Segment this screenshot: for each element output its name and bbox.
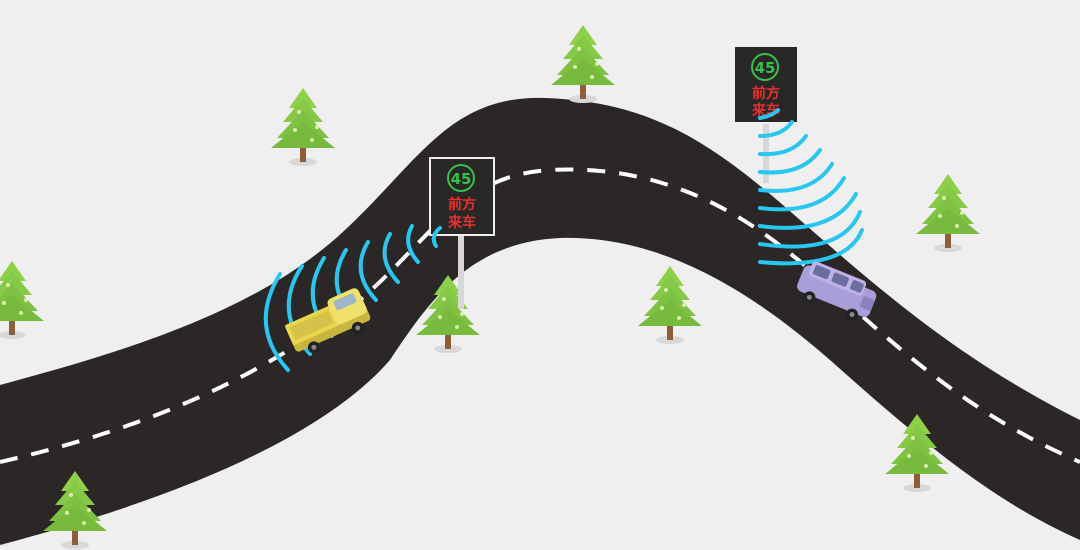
warning-sign: 45 前方 来车 [429,157,495,236]
sign-line-1: 前方 [752,85,780,102]
radar-waves [758,108,864,266]
lane-marking [0,167,1080,464]
sign-panel [733,45,799,124]
speed-limit-ring [447,164,475,192]
road [0,97,1080,546]
sign-pole [458,234,464,309]
suv [797,261,877,321]
sign-line-2: 来车 [447,214,476,231]
sign-speed: 45 [755,59,776,77]
warning-sign: 45 前方 来车 [733,45,799,124]
speed-limit-ring [751,53,779,81]
sign-panel [429,157,495,236]
sign-speed: 45 [451,170,472,188]
pickup-truck [285,288,371,354]
sign-line-1: 前方 [448,196,476,213]
